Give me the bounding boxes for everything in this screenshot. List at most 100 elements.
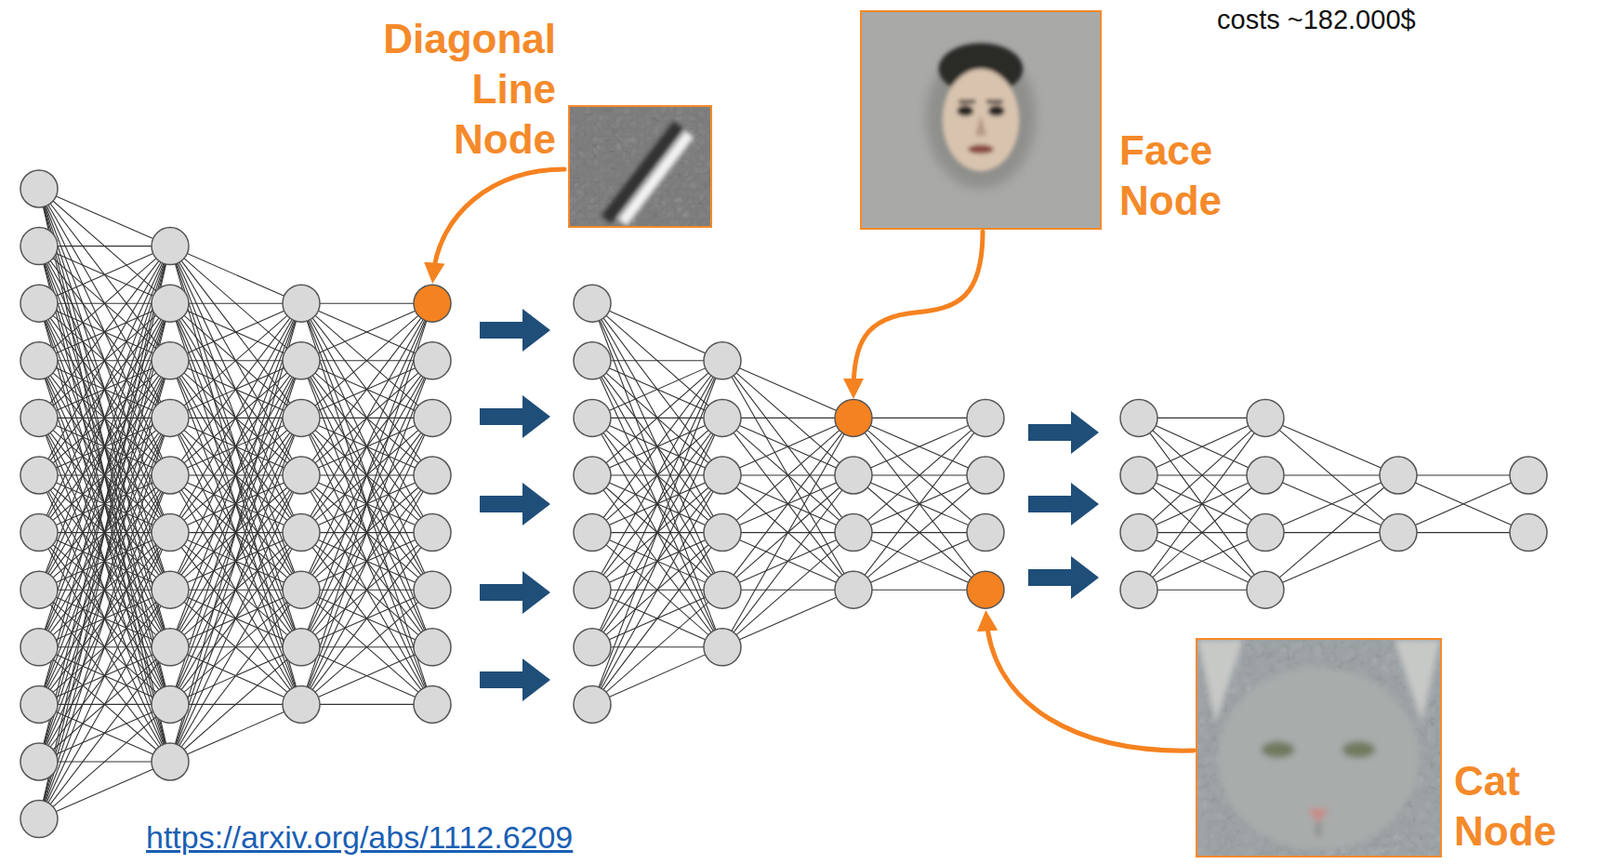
neuron [573,398,611,437]
neuron [282,570,320,609]
node-label: Cat Node [1454,755,1557,857]
synapse-line [1398,475,1529,533]
synapse-line [170,360,302,762]
synapse-line [592,360,723,590]
synapse-line [39,246,171,305]
synapse-line [39,188,171,304]
neuron [151,456,189,494]
synapse-line [301,303,433,590]
neuron [703,514,741,552]
neuron [282,398,320,437]
neuron [282,514,320,552]
highlighted-neuron [966,570,1005,609]
synapse-line [853,475,986,590]
synapse-line [592,303,723,590]
neuron [966,398,1005,437]
neuron [413,514,451,552]
neuron [20,685,58,723]
synapse-line [170,303,302,704]
synapse-line [592,303,723,418]
synapse-line [592,532,723,705]
neuron [573,685,611,723]
synapse-line [170,532,302,762]
neuron [1246,398,1284,437]
synapse-line [301,703,433,705]
synapse-line [592,360,723,476]
node-label: Face Node [1119,125,1222,226]
synapse-line [170,246,302,591]
synapse-line [39,188,171,533]
synapse-line [170,303,302,532]
synapse-line [301,475,433,704]
synapse-line [39,246,171,361]
synapse-line [1398,474,1529,476]
synapse-line [301,532,433,705]
synapse-line [301,417,433,704]
neuron [1509,514,1548,552]
neuron [413,456,451,494]
synapse-line [39,303,171,819]
synapse-line [301,589,433,704]
neuron [151,227,189,265]
synapse-line [39,246,171,648]
synapse-line [853,417,986,476]
synapse-line [301,303,433,305]
synapse-line [170,303,302,418]
synapse-line [301,647,433,705]
synapse-line [39,246,171,762]
neuron [282,685,320,723]
neuron [573,456,611,494]
neuron [413,685,451,723]
leader-line [986,618,1194,751]
stage-arrow [479,570,551,614]
synapse-line [592,360,723,476]
synapse-line [39,188,171,590]
synapse-line [301,303,433,532]
synapse-line [592,360,723,419]
neuron [151,398,189,437]
neuron [1246,456,1284,494]
synapse-line [39,246,171,820]
synapse-line [722,360,854,590]
neuron [703,570,741,609]
synapse-line [170,303,302,361]
synapse-line [170,703,302,762]
neuron [1379,514,1417,552]
synapse-line [39,188,171,648]
synapse-line [39,245,171,247]
neuron [413,342,451,380]
synapse-line [592,360,723,648]
stage-arrow [479,308,551,352]
synapse-line [39,188,171,704]
neuron [703,628,741,666]
synapse-line [170,303,302,590]
synapse-line [1138,417,1266,476]
synapse-line [39,246,171,533]
cost-note: costs ~182.000$ [1216,5,1416,36]
synapse-line [853,532,986,591]
synapse-line [170,589,302,762]
synapse-line [39,246,171,476]
highlighted-neuron [413,284,451,322]
synapse-line [722,417,854,476]
neuron [834,456,873,494]
synapse-line [722,417,854,590]
neuron [282,628,320,666]
callout-node: Cat Node [1190,634,1595,860]
synapse-line [39,246,171,705]
synapse-line [1138,532,1266,591]
synapse-line [853,417,986,532]
neuron [20,342,58,380]
synapse-line [301,360,433,705]
synapse-line [39,188,171,247]
neuron [282,342,320,380]
synapse-line [592,360,723,419]
synapse-line [39,475,171,820]
synapse-line [301,303,433,648]
neuron [1120,570,1158,609]
synapse-line [39,246,171,361]
synapse-line [722,475,854,648]
stage-arrow [479,658,551,701]
synapse-line [1138,532,1266,591]
synapse-line [39,246,171,591]
